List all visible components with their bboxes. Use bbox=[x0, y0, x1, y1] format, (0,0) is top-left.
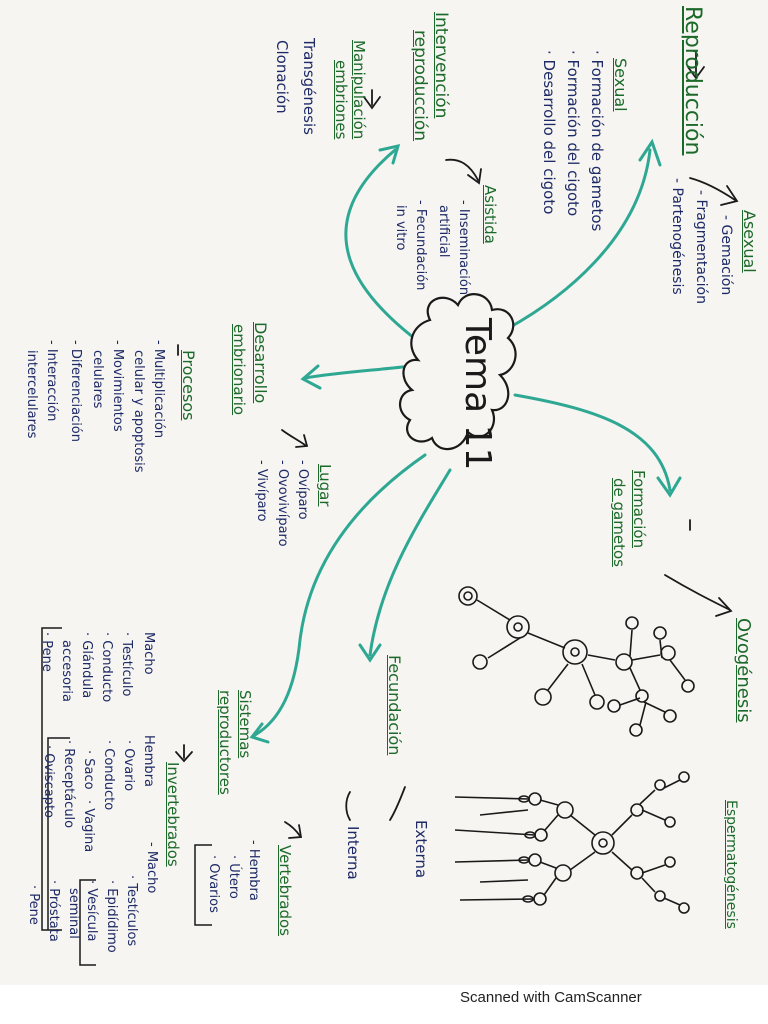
asistida-item-3: - Fecundación bbox=[413, 200, 428, 291]
procesos-item-5: - Diferenciación bbox=[68, 340, 83, 442]
fecundacion-interna: Interna bbox=[344, 826, 362, 880]
scanned-page: Tema 11 Reproducción Sexual · Formación … bbox=[0, 0, 768, 985]
manipulacion-line2: embriones bbox=[332, 60, 350, 140]
intervencion-title-line2: reproducción bbox=[410, 30, 430, 142]
invert-hembra-1: Hembra bbox=[141, 735, 156, 787]
vertebrados-label: Vertebrados bbox=[276, 845, 294, 936]
arrow-to-intervencion bbox=[344, 148, 432, 352]
procesos-label: Procesos bbox=[179, 350, 198, 421]
vert-hembra-2: · Útero bbox=[226, 855, 241, 899]
procesos-item-4: celulares bbox=[90, 350, 105, 409]
reproduccion-title: Reproducción bbox=[680, 6, 705, 156]
espermatogenesis-diagram bbox=[454, 771, 690, 914]
manipulacion-line1: Manipulación bbox=[350, 40, 368, 140]
scanner-watermark: Scanned with CamScanner bbox=[460, 989, 642, 1006]
vert-hembra-3: · Ovarios bbox=[206, 855, 221, 913]
sexual-label: Sexual bbox=[611, 58, 630, 112]
invert-hembra-4: · Saco bbox=[81, 750, 96, 790]
invertebrados-label: Invertebrados bbox=[164, 762, 182, 867]
procesos-item-6: - Interacción bbox=[44, 340, 59, 422]
invert-macho-2: · Testículo bbox=[119, 632, 134, 697]
vert-macho-2: · Testículos bbox=[124, 875, 139, 947]
procesos-item-7: intercelulares bbox=[24, 350, 39, 439]
procesos-item-1: - Multiplicación bbox=[151, 340, 166, 439]
vert-macho-6: · Próstata bbox=[46, 880, 61, 942]
asistida-label: Asistida bbox=[481, 185, 499, 244]
desarrollo-title-line2: embrionario bbox=[230, 324, 248, 416]
ovogenesis-diagram bbox=[458, 586, 695, 737]
lugar-label: Lugar bbox=[316, 464, 334, 507]
lugar-item-2: - Ovovivíparo bbox=[275, 460, 290, 547]
arrow-to-reproduccion bbox=[503, 148, 652, 332]
asexual-label: Asexual bbox=[740, 210, 759, 273]
invert-hembra-2: · Ovario bbox=[121, 740, 136, 792]
intervencion-title-line1: Intervención bbox=[431, 12, 451, 119]
sexual-item-3: · Desarrollo del cigoto bbox=[540, 50, 558, 215]
sistemas-title-line2: reproductores bbox=[216, 690, 234, 795]
vert-macho-3: · Epidídimo bbox=[104, 880, 119, 953]
formacion-title-line2: de gametos bbox=[610, 478, 628, 567]
fecundacion-externa: Externa bbox=[412, 820, 430, 879]
invert-macho-1: Macho bbox=[141, 632, 156, 675]
center-topic-label: Tema 11 bbox=[457, 318, 498, 471]
fecundacion-title: Fecundación bbox=[385, 655, 404, 756]
vert-macho-5: seminal bbox=[66, 888, 81, 939]
black-arrows bbox=[175, 51, 739, 839]
asexual-item-1: - Gemación bbox=[718, 215, 734, 296]
vert-hembra-1: - Hembra bbox=[246, 840, 261, 901]
sexual-item-2: · Formación del cigoto bbox=[564, 50, 582, 217]
invert-hembra-5: · Vagina bbox=[81, 800, 96, 853]
invert-macho-6: · Pene bbox=[39, 632, 54, 672]
lugar-item-1: - Ovíparo bbox=[295, 460, 310, 520]
procesos-item-2: celular y apoptosis bbox=[131, 350, 146, 473]
transgenesis-item: Transgénesis bbox=[300, 38, 318, 135]
asistida-item-4: in vitro bbox=[393, 205, 408, 251]
desarrollo-title-line1: Desarrollo bbox=[251, 322, 270, 404]
asistida-item-2: artificial bbox=[436, 205, 451, 258]
vert-macho-7: · Pene bbox=[26, 885, 41, 925]
vert-macho-4: · Vesícula bbox=[84, 880, 99, 942]
arrowhead-sistemas bbox=[249, 722, 270, 744]
espermatogenesis-label: Espermatogénesis bbox=[723, 800, 739, 929]
arrow-to-sistemas bbox=[253, 453, 427, 737]
sistemas-title-line1: Sistemas bbox=[236, 690, 254, 759]
asexual-item-3: - Partenogénesis bbox=[669, 178, 685, 295]
arrow-to-formacion bbox=[513, 393, 672, 492]
clonacion-item: Clonación bbox=[273, 40, 291, 114]
teal-connectors bbox=[249, 138, 682, 744]
invert-macho-5: accesoria bbox=[59, 640, 74, 702]
asistida-item-1: - Inseminación bbox=[456, 200, 471, 296]
asexual-item-2: - Fragmentación bbox=[693, 190, 709, 304]
arrowhead-reproduccion bbox=[638, 138, 662, 167]
procesos-item-3: - Movimientos bbox=[110, 340, 125, 432]
arrowhead-formacion bbox=[656, 476, 682, 498]
footer-bar bbox=[0, 985, 768, 1024]
arrowhead-intervencion bbox=[378, 143, 401, 165]
ovogenesis-label: Ovogénesis bbox=[733, 618, 754, 723]
mind-map-graphics bbox=[41, 51, 739, 966]
center-cloud bbox=[399, 293, 517, 450]
invert-hembra-3: · Conducto bbox=[101, 740, 116, 811]
brackets bbox=[41, 627, 212, 966]
sexual-item-1: · Formación de gametos bbox=[588, 50, 606, 232]
lugar-item-3: - Vivíparo bbox=[254, 460, 269, 522]
invert-hembra-6: · Receptáculo bbox=[61, 740, 76, 829]
invert-hembra-7: · Oviscapto bbox=[41, 745, 56, 818]
arrowhead-fecundacion bbox=[358, 643, 382, 663]
vert-macho-1: - Macho bbox=[144, 842, 159, 894]
invert-macho-3: · Conducto bbox=[99, 632, 114, 703]
invert-macho-4: · Glándula bbox=[79, 632, 94, 699]
formacion-title-line1: Formación bbox=[630, 470, 648, 549]
arrow-to-fecundacion bbox=[368, 468, 452, 657]
arrowhead-desarrollo bbox=[300, 364, 322, 390]
